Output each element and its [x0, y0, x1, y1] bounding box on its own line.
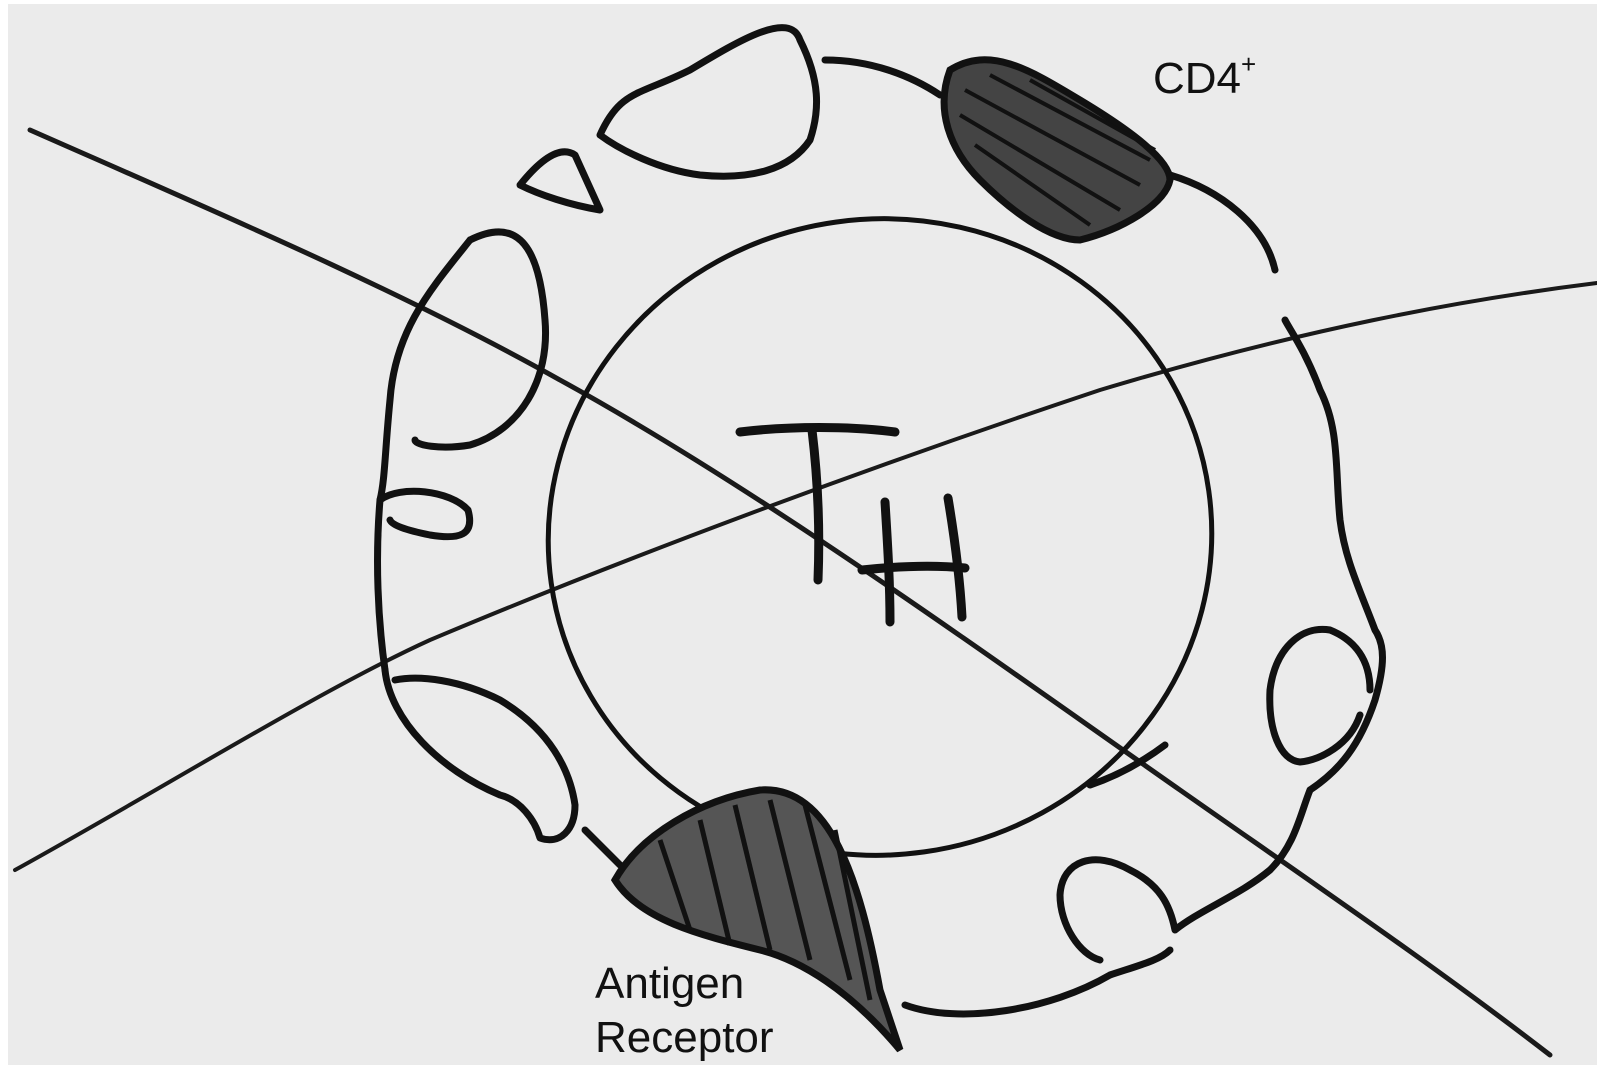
antigen-receptor-label: Antigen Receptor [595, 957, 774, 1064]
th-glyph-h-cross [862, 566, 965, 570]
antigen-receptor-label-line1: Antigen [595, 957, 774, 1011]
th-glyph-h-left [885, 502, 890, 622]
th-glyph-t-bar [740, 428, 895, 433]
antigen-receptor-label-line2: Receptor [595, 1011, 774, 1065]
cd4-label: CD4+ [1153, 52, 1256, 106]
cd4-label-superscript: + [1241, 49, 1256, 79]
cd4-label-text: CD4 [1153, 54, 1241, 103]
